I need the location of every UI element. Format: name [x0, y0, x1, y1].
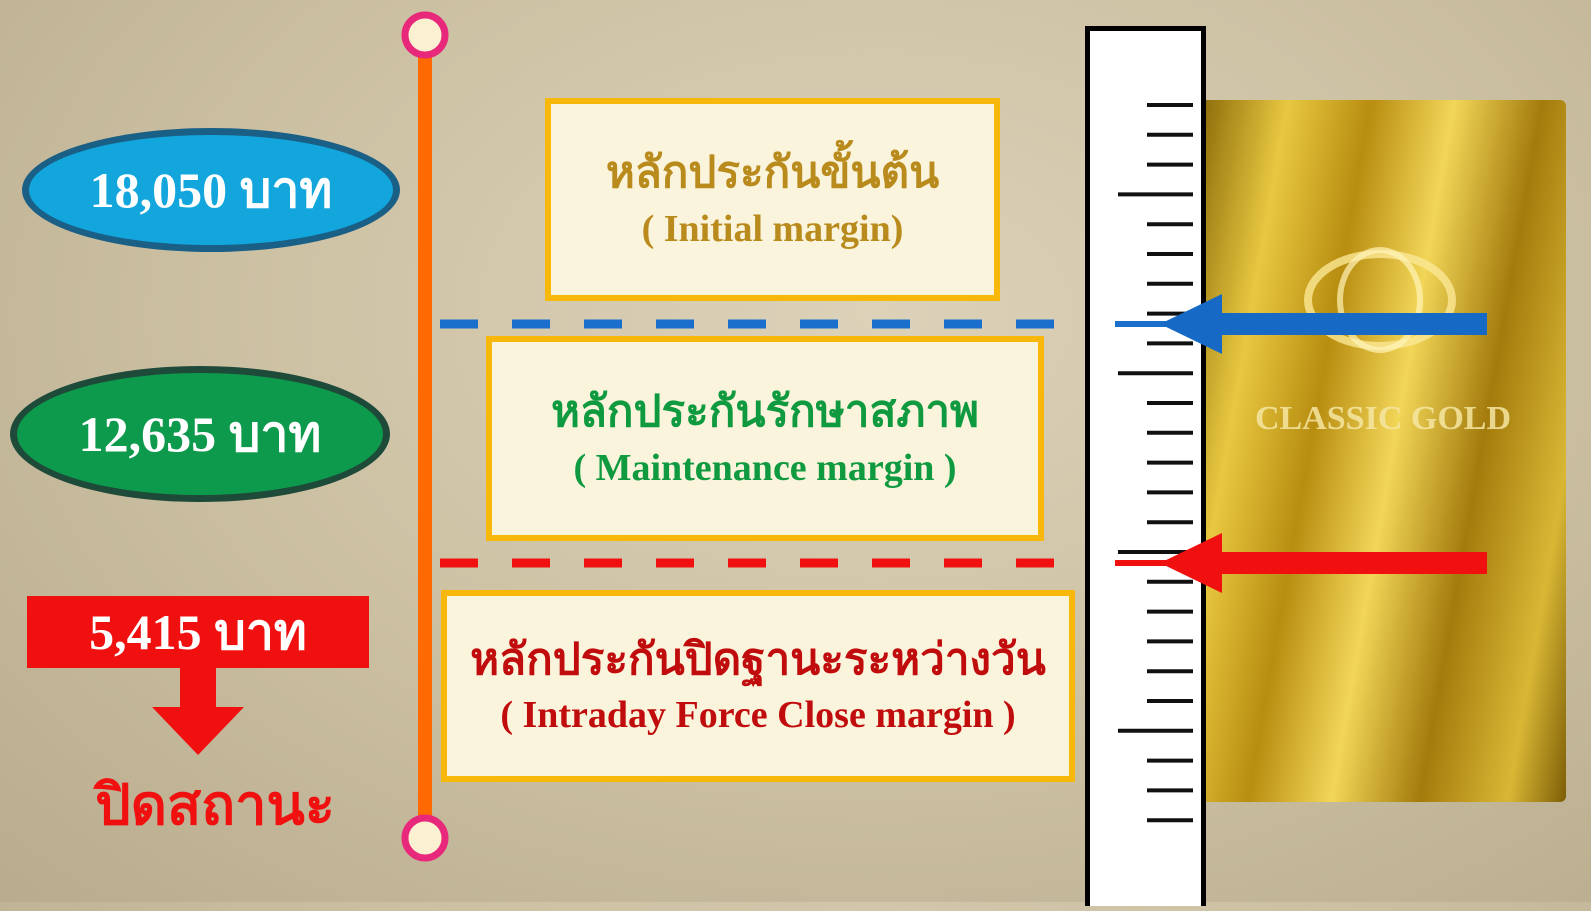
maintenance-amount-oval: 12,635 บาท	[10, 366, 390, 502]
axis-bottom-endpoint	[401, 814, 449, 862]
force-close-margin-title-th: หลักประกันปิดฐานะระหว่างวัน	[470, 633, 1046, 685]
force-close-margin-title-en: ( Intraday Force Close margin )	[500, 694, 1016, 737]
gold-bar-emblem	[1304, 247, 1456, 353]
down-arrow-icon	[152, 665, 244, 755]
initial-amount-text: 18,050 บาท	[89, 161, 333, 218]
maintenance-margin-title-th: หลักประกันรักษาสภาพ	[550, 386, 980, 438]
initial-amount-oval: 18,050 บาท	[22, 128, 400, 252]
initial-margin-title-th: หลักประกันขั้นต้น	[605, 147, 940, 199]
maintenance-margin-box: หลักประกันรักษาสภาพ ( Maintenance margin…	[486, 336, 1044, 541]
maintenance-amount-text: 12,635 บาท	[78, 405, 322, 462]
ruler	[1085, 26, 1206, 906]
gold-bar-text: CLASSIC GOLD	[1254, 400, 1511, 437]
force-close-amount-box: 5,415 บาท	[27, 596, 369, 668]
maintenance-margin-title-en: ( Maintenance margin )	[573, 446, 957, 489]
gold-bar-image: CLASSIC GOLD	[1200, 100, 1566, 802]
force-close-amount-text: 5,415 บาท	[89, 603, 307, 660]
initial-margin-title-en: ( Initial margin)	[641, 207, 904, 250]
force-close-margin-box: หลักประกันปิดฐานะระหว่างวัน ( Intraday F…	[441, 590, 1075, 782]
axis-top-endpoint	[401, 11, 449, 59]
initial-margin-box: หลักประกันขั้นต้น ( Initial margin)	[545, 98, 1000, 301]
ruler-ticks	[1118, 103, 1193, 823]
close-position-label: ปิดสถานะ	[95, 772, 335, 838]
